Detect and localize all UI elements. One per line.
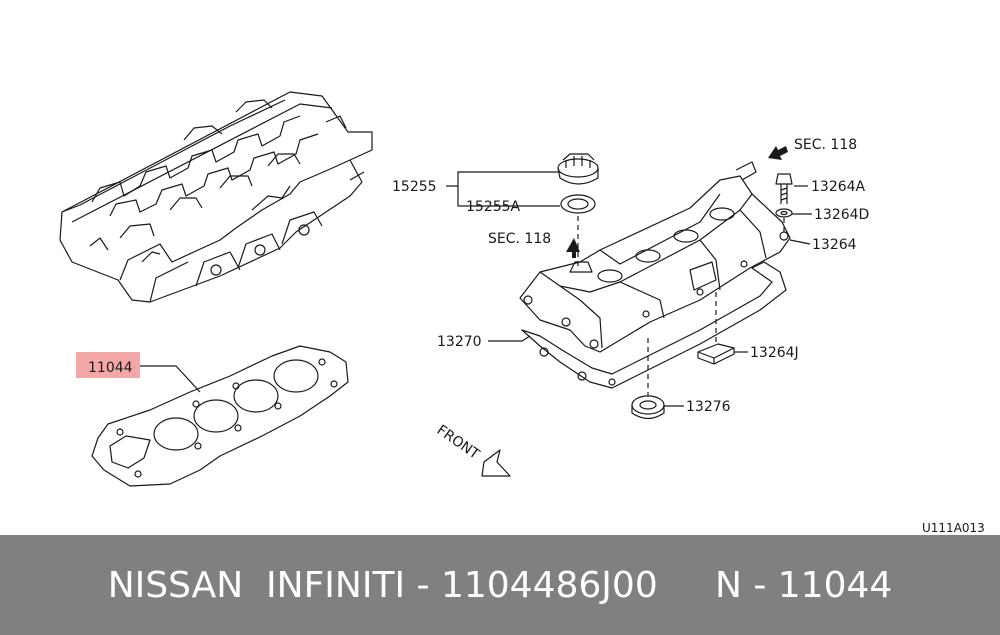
callout-13264j[interactable]: 13264J <box>750 345 799 361</box>
washer-illustration <box>775 208 793 218</box>
part-info-banner: NISSAN INFINITI - 1104486J00 N - 11044 <box>0 535 1000 635</box>
front-arrow-icon <box>481 449 511 477</box>
callout-13264d[interactable]: 13264D <box>814 207 869 223</box>
insulator-illustration <box>697 343 735 365</box>
front-label: FRONT <box>434 422 483 463</box>
leader-lines <box>140 171 812 407</box>
separator-1: - <box>405 564 441 606</box>
callout-11044[interactable]: 11044 <box>88 360 133 376</box>
separator-2: N - <box>657 564 778 606</box>
oil-cap-gasket-illustration <box>560 194 596 214</box>
callout-sec118-mid[interactable]: SEC. 118 <box>488 231 551 247</box>
parts-diagram: 11044 15255 15255A SEC. 118 SEC. 118 132… <box>59 91 985 535</box>
bolt-illustration <box>775 173 793 204</box>
oil-filler-cap-illustration <box>557 153 599 185</box>
diagram-code: U111A013 <box>922 521 985 535</box>
head-gasket-illustration <box>91 345 349 487</box>
callout-13264a[interactable]: 13264A <box>811 179 866 195</box>
cylinder-head-illustration <box>59 91 373 303</box>
brand-label: NISSAN INFINITI <box>107 564 406 606</box>
callout-13276[interactable]: 13276 <box>686 399 731 415</box>
callout-sec118-top[interactable]: SEC. 118 <box>794 137 857 153</box>
assembly-lines <box>577 216 785 396</box>
callout-15255[interactable]: 15255 <box>392 179 437 195</box>
plug-tube-seal-illustration <box>631 395 665 420</box>
callout-15255a[interactable]: 15255A <box>466 199 521 215</box>
callout-13264[interactable]: 13264 <box>812 237 857 253</box>
part-number: 1104486J00 <box>440 564 658 606</box>
rocker-cover-illustration <box>519 161 791 353</box>
arrows <box>566 146 788 258</box>
callout-13270[interactable]: 13270 <box>437 334 482 350</box>
highlight-box <box>76 352 140 378</box>
reference-number: 11044 <box>777 564 893 606</box>
rocker-cover-gasket-illustration <box>521 261 787 389</box>
